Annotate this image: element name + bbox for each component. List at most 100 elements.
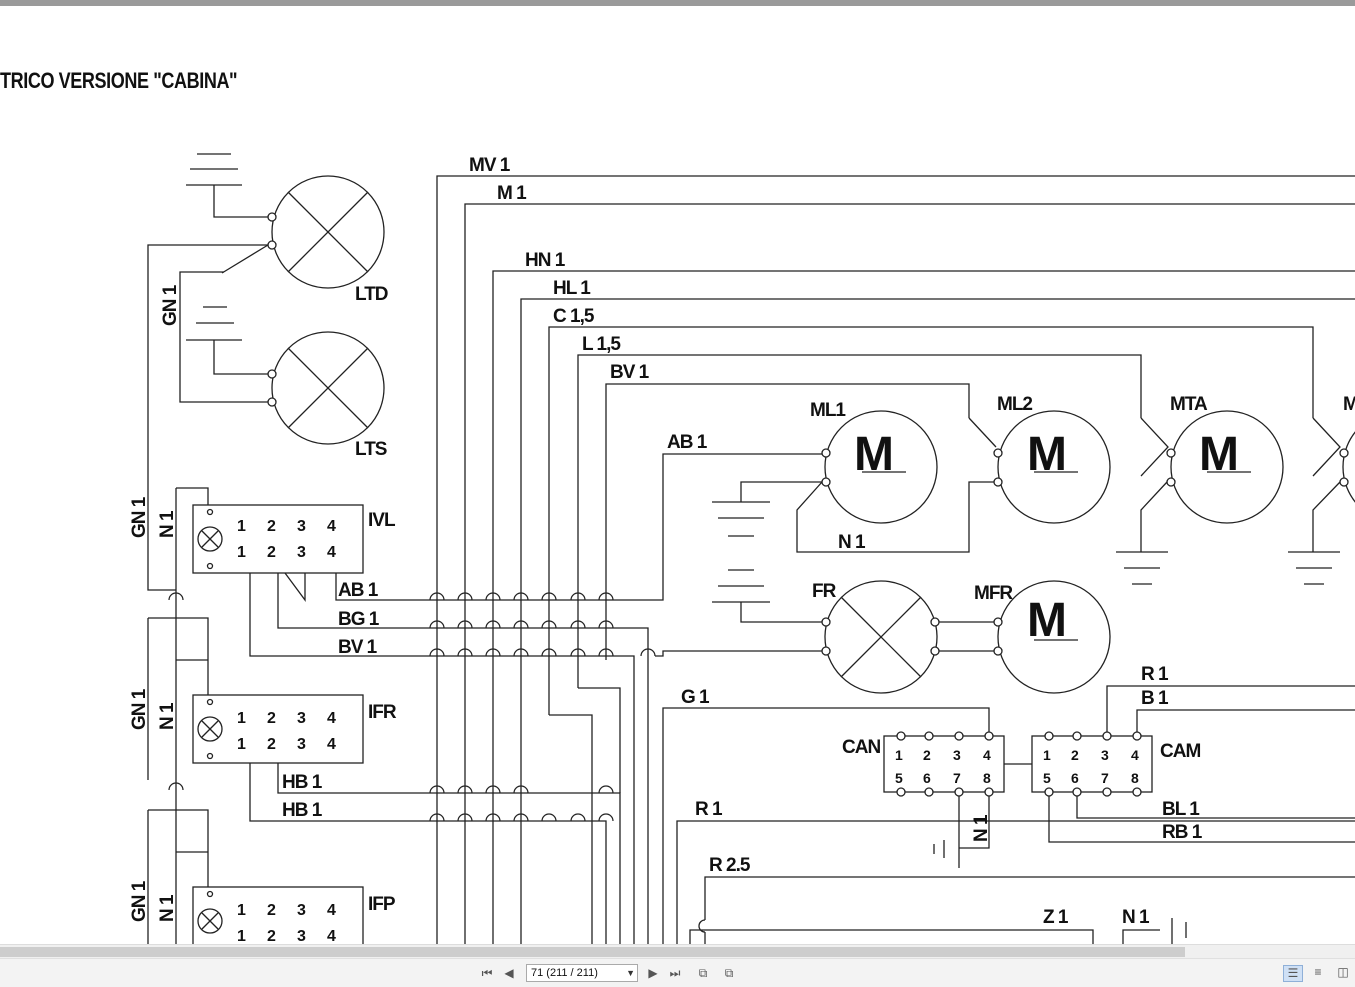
wire-label: R 2.5 [709,855,751,876]
lamp-fr [821,580,994,694]
connector-pin: 6 [923,770,931,786]
first-page-icon[interactable]: ⏮ [481,966,493,980]
diagram-labels: MV 1M 1HN 1HL 1C 1,5L 1,5BV 1AB 1LTDLTSI… [129,155,1355,944]
wire-label: N 1 [971,814,992,842]
wire-label: N 1 [838,532,866,553]
wire-label: HB 1 [282,772,323,793]
connector-pin: 5 [895,770,903,786]
wire-label: GN 1 [129,496,150,538]
switch-ivl [175,487,437,657]
page-title: TRICO VERSIONE "CABINA" [0,68,238,93]
page-number-select[interactable]: 71 (211 / 211) ▼ [526,964,638,982]
switch-pin: 3 [297,710,306,727]
connector-pin: 5 [1043,770,1051,786]
horizontal-scrollbar-thumb[interactable] [0,947,1185,957]
viewer-toolbar: ⏮ ◀ 71 (211 / 211) ▼ ▶ ⏭ ⧉ ⧉ ☰ ≡ ◫ [0,958,1355,987]
connector-pin: 1 [895,747,903,763]
switch-pin: 1 [237,736,246,753]
wire-label: GN 1 [129,880,150,922]
switch-pin: 1 [237,928,246,944]
horizontal-scrollbar[interactable] [0,944,1355,959]
switch-pin: 3 [297,928,306,944]
connector-pin: 4 [1131,747,1139,763]
component-label: IFR [368,702,397,723]
motor-letter: M [1027,428,1066,481]
wire-label: N 1 [157,702,178,730]
wire-label: G 1 [681,687,710,708]
wire-crossings [168,592,656,822]
wire-label: M 1 [497,183,527,204]
continuous-icon[interactable]: ≡ [1314,965,1322,979]
ground-ltd [186,153,242,186]
switch-pin: 4 [327,928,336,944]
wire-label: GN 1 [129,688,150,730]
wire-label: R 1 [1141,664,1169,685]
next-view-icon[interactable]: ⧉ [724,966,734,980]
switch-pin: 2 [267,710,276,727]
component-label: LTD [355,284,388,305]
connector-pin: 7 [953,770,961,786]
prev-page-icon[interactable]: ◀ [504,966,514,980]
connector-pin: 2 [923,747,931,763]
motor-ml1 [796,410,994,553]
lamp-lts [147,244,385,591]
connector-pin: 4 [983,747,991,763]
next-page-icon[interactable]: ▶ [648,966,658,980]
lamp-ltd [213,175,385,289]
motor-mta [1116,410,1284,585]
switch-pin: 3 [297,736,306,753]
connector-pin: 8 [1131,770,1139,786]
wire-label: BV 1 [610,362,650,383]
single-page-icon[interactable]: ☰ [1283,965,1303,982]
switch-pin: 3 [297,544,306,561]
component-label: MTA [1170,394,1208,415]
wire-label: R 1 [695,799,723,820]
connector-pin: 8 [983,770,991,786]
wire-label: AB 1 [667,432,708,453]
switch-pin: 4 [327,902,336,919]
ivl-wire-ends [437,453,822,944]
ground-fr [712,481,822,623]
wire-label: BL 1 [1162,799,1200,820]
connector-can [662,707,1032,944]
motor-letter: M [1199,428,1238,481]
connector-pin: 3 [953,747,961,763]
wire-label: Z 1 [1043,907,1069,928]
motor-letter: M [854,428,893,481]
connector-pin: 2 [1071,747,1079,763]
wire-label: N 1 [1122,907,1150,928]
component-label: ML1 [810,400,846,421]
last-page-icon[interactable]: ⏭ [669,966,681,980]
previous-view-icon[interactable]: ⧉ [698,966,708,980]
component-label: MFR [974,583,1013,604]
motor-ml2 [993,410,1111,524]
switch-pin: 4 [327,710,336,727]
switch-pin: 2 [267,928,276,944]
connector-pin: 7 [1101,770,1109,786]
wire-label: N 1 [157,894,178,922]
switch-pin: 3 [297,518,306,535]
wire-label: L 1,5 [582,334,621,355]
switch-pin: 1 [237,710,246,727]
wire-label: B 1 [1141,688,1169,709]
wire-label: AB 1 [338,580,379,601]
wire-label: HN 1 [525,250,566,271]
wire-label: BV 1 [338,637,378,658]
switch-pin: 3 [297,902,306,919]
wire-label: HL 1 [553,278,591,299]
facing-icon[interactable]: ◫ [1337,965,1349,979]
component-label: CAM [1160,741,1200,762]
component-label: LTS [355,439,387,460]
switch-pin: 1 [237,518,246,535]
lower-wires [676,820,1355,944]
bus-wires [436,175,1355,944]
ground-lts [186,306,242,341]
wire-label: HB 1 [282,800,323,821]
motor-cut [1288,431,1355,585]
wire-label: BG 1 [338,609,380,630]
motor-letter: M [1027,594,1066,647]
switch-pin: 2 [267,518,276,535]
switch-pin: 4 [327,736,336,753]
switch-pin: 2 [267,544,276,561]
connector-pin: 6 [1071,770,1079,786]
